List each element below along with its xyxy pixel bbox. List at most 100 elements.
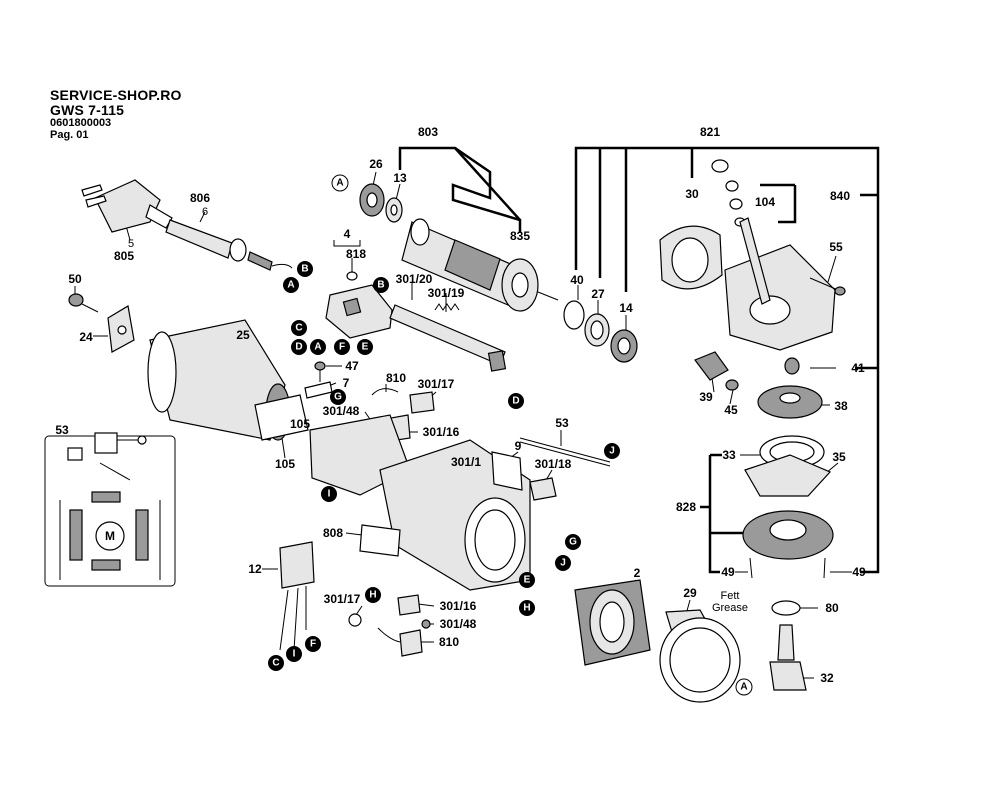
svg-text:F: F bbox=[310, 639, 316, 650]
label-301-48-top: 301/48 bbox=[323, 404, 360, 418]
part-number: 0601800003 bbox=[50, 117, 112, 129]
marker-I-frame: I bbox=[321, 486, 337, 502]
label-grease: Grease bbox=[712, 602, 748, 614]
screw-47-part bbox=[314, 361, 326, 382]
housing-301-1-part bbox=[379, 439, 531, 591]
svg-text:D: D bbox=[512, 396, 519, 407]
label-26: 26 bbox=[369, 157, 383, 171]
guard-30-part bbox=[659, 225, 723, 290]
label-828: 828 bbox=[676, 500, 696, 514]
suppressor-12-part bbox=[279, 541, 315, 651]
marker-I-suppressor: I bbox=[286, 646, 302, 662]
svg-text:J: J bbox=[609, 446, 615, 457]
label-30: 30 bbox=[685, 187, 699, 201]
svg-text:A: A bbox=[314, 342, 321, 353]
group-bracket-4 bbox=[333, 240, 361, 247]
switch-301-18-part bbox=[529, 477, 557, 501]
label-810-bottom: 810 bbox=[439, 635, 459, 649]
svg-text:B: B bbox=[301, 264, 308, 275]
marker-C-suppressor: C bbox=[268, 655, 284, 671]
label-12: 12 bbox=[248, 562, 262, 576]
marker-D-brush: D bbox=[291, 339, 307, 355]
field-coil-2-part bbox=[574, 579, 651, 666]
label-fett: Fett bbox=[721, 590, 740, 602]
svg-text:D: D bbox=[295, 342, 302, 353]
marker-B-brush: B bbox=[373, 277, 389, 293]
label-53-rod: 53 bbox=[555, 416, 569, 430]
marker-F-brush: F bbox=[334, 339, 350, 355]
svg-text:E: E bbox=[362, 342, 369, 353]
label-4: 4 bbox=[344, 227, 351, 241]
label-808: 808 bbox=[323, 526, 343, 540]
header-block: SERVICE-SHOP.RO GWS 7-115 0601800003 Pag… bbox=[50, 88, 182, 141]
group-bracket-821 bbox=[574, 146, 880, 574]
part-labels: 803 821 840 104 26 13 806 6 5 805 4 818 … bbox=[55, 125, 866, 685]
page-number: Pag. 01 bbox=[50, 129, 89, 141]
label-301-1: 301/1 bbox=[451, 455, 481, 469]
ring-40-part bbox=[563, 300, 585, 330]
screw-50-part bbox=[68, 293, 99, 313]
bearing-41-part bbox=[784, 357, 800, 375]
label-840: 840 bbox=[830, 189, 850, 203]
marker-B-plug: B bbox=[297, 261, 313, 277]
svg-text:B: B bbox=[377, 280, 384, 291]
marker-H-switch: H bbox=[365, 587, 381, 603]
marker-F-suppressor: F bbox=[305, 636, 321, 652]
label-49-right: 49 bbox=[852, 565, 866, 579]
wiring-schematic: M bbox=[44, 432, 176, 587]
guard-29-part bbox=[659, 609, 741, 703]
screw-49-part bbox=[749, 557, 826, 579]
bevel-gear-38-part bbox=[757, 385, 823, 419]
label-301-20: 301/20 bbox=[396, 272, 433, 286]
pinion-39-part bbox=[694, 351, 729, 381]
bearing-26-part bbox=[359, 183, 385, 217]
svg-text:E: E bbox=[524, 575, 531, 586]
svg-text:A: A bbox=[336, 178, 343, 189]
label-301-18: 301/18 bbox=[535, 457, 572, 471]
marker-E-brush: E bbox=[357, 339, 373, 355]
label-9-part bbox=[491, 451, 523, 491]
label-301-48-bottom: 301/48 bbox=[440, 617, 477, 631]
label-24: 24 bbox=[79, 330, 93, 344]
label-53-schematic: 53 bbox=[55, 423, 69, 437]
screw-55-part bbox=[809, 277, 846, 296]
label-27: 27 bbox=[591, 287, 605, 301]
label-7: 7 bbox=[343, 376, 350, 390]
label-808-part bbox=[359, 524, 401, 557]
washer-80-part bbox=[771, 600, 801, 616]
bearing-13-part bbox=[385, 197, 403, 223]
svg-text:C: C bbox=[272, 658, 279, 669]
armature-835-part bbox=[401, 218, 559, 312]
label-80: 80 bbox=[825, 601, 839, 615]
label-105-a: 105 bbox=[290, 417, 310, 431]
label-2: 2 bbox=[634, 566, 641, 580]
switch-lower-part bbox=[348, 594, 431, 657]
svg-text:J: J bbox=[560, 558, 566, 569]
marker-C-brush: C bbox=[291, 320, 307, 336]
label-301-17-top: 301/17 bbox=[418, 377, 455, 391]
label-39: 39 bbox=[699, 390, 713, 404]
brush-holder-4-part bbox=[325, 271, 393, 339]
marker-J-coil: J bbox=[555, 555, 571, 571]
label-14: 14 bbox=[619, 301, 633, 315]
cable-clamp-24-part bbox=[107, 305, 135, 353]
spindle-32-part bbox=[769, 624, 807, 691]
label-301-16-top: 301/16 bbox=[423, 425, 460, 439]
marker-J-rod: J bbox=[604, 443, 620, 459]
power-cord-part bbox=[165, 219, 293, 271]
marker-A-brush: A bbox=[310, 339, 326, 355]
label-49-left: 49 bbox=[721, 565, 735, 579]
label-806: 806 bbox=[190, 191, 210, 205]
label-301-19: 301/19 bbox=[428, 286, 465, 300]
motor-symbol-label: M bbox=[105, 529, 115, 543]
marker-G-switch: G bbox=[330, 389, 346, 405]
marker-A-guard: A bbox=[735, 678, 753, 696]
label-803: 803 bbox=[418, 125, 438, 139]
label-29: 29 bbox=[683, 586, 697, 600]
svg-text:A: A bbox=[740, 682, 747, 693]
bearing-14-part bbox=[610, 329, 638, 363]
plate-35-part bbox=[744, 454, 832, 497]
label-105-b: 105 bbox=[275, 457, 295, 471]
label-821: 821 bbox=[700, 125, 720, 139]
group-bracket-828 bbox=[700, 453, 745, 574]
